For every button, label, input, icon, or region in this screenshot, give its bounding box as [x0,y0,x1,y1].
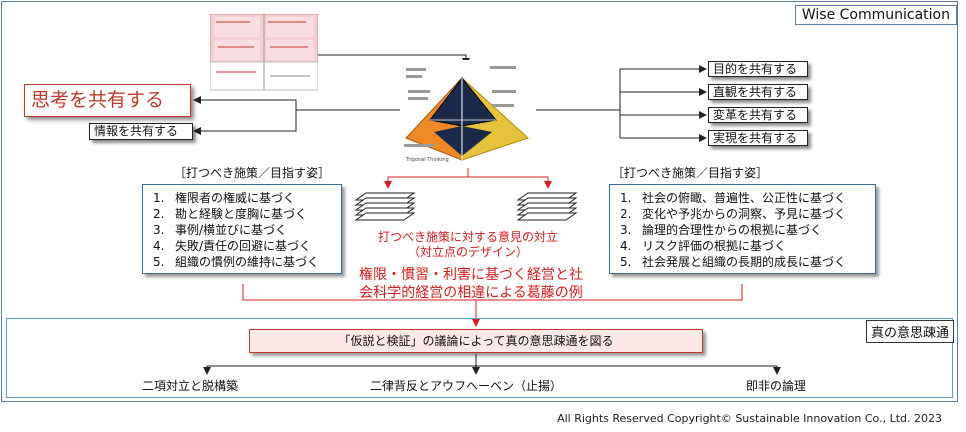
list-item: 4.失敗/責任の回避に基づく [153,239,312,253]
info-share-box: 情報を共有する [89,123,193,140]
brand-label: Wise Communication [794,5,957,25]
right-item-realization: 実現を共有する [708,130,808,146]
management-conflict-text: 権限・慣習・利害に基づく経営と社 会科学的経営の相違による葛藤の例 [340,266,602,302]
list-item: 3.論理的合理性からの根拠に基づく [620,223,823,237]
right-policy-list: 1.社会の俯瞰、普遍性、公正性に基づく 2.変化や予兆からの洞察、予見に基づく … [609,184,876,274]
outer-frame [1,1,958,402]
list-item: 4.リスク評価の根拠に基づく [620,239,787,253]
bottom-label-dichotomy: 二項対立と脱構築 [142,379,239,393]
right-item-purpose: 目的を共有する [708,61,808,77]
diagram-caption: Trigonal Thinking [406,157,449,163]
trigonal-pyramid-diagram [400,60,536,168]
bottom-label-aufheben: 二律背反とアウフヘーベン（止揚） [370,379,563,393]
section-heading-left: ［打つべき施策／目指す姿］ [174,166,331,180]
document-stack-left-icon [354,192,416,221]
list-item: 1.権限者の権威に基づく [153,191,296,205]
list-item: 2.勘と経験と度胸に基づく [153,207,308,221]
hypothesis-box: 「仮説と検証」の議論によって真の意思疎通を図る [249,329,703,353]
management-conflict-line1: 権限・慣習・利害に基づく経営と社 [359,267,583,283]
document-stack-right-icon [516,192,578,221]
list-item: 3.事例/横並びに基づく [153,223,288,237]
list-item: 2.変化や予兆からの洞察、予見に基づく [620,207,847,221]
bottom-label-sokuhi: 即非の論理 [746,379,807,393]
management-conflict-line2: 会科学的経営の相違による葛藤の例 [359,285,583,301]
list-item: 5.社会発展と組織の長期的成長に基づく [620,255,847,269]
bottom-section-title: 真の意思疎通 [865,320,954,343]
opinion-conflict-text: 打つべき施策に対する意見の対立 （対立点のデザイン） [352,230,584,260]
bottom-section-frame [6,318,953,398]
opinion-conflict-line1: 打つべき施策に対する意見の対立 [377,230,558,244]
right-item-intuition: 直観を共有する [708,84,808,100]
list-item: 5.組織の慣例の維持に基づく [153,255,320,269]
left-policy-list: 1.権限者の権威に基づく 2.勘と経験と度胸に基づく 3.事例/横並びに基づく … [142,184,342,274]
right-item-change: 変革を共有する [708,107,808,123]
copyright-text: All Rights Reserved Copyright© Sustainab… [557,412,942,425]
main-title: 思考を共有する [24,84,191,117]
list-item: 1.社会の俯瞰、普遍性、公正性に基づく [620,191,847,205]
thumbnail-figure [210,14,318,91]
section-heading-right: ［打つべき施策／目指す姿］ [612,166,769,180]
opinion-conflict-line2: （対立点のデザイン） [407,245,528,259]
